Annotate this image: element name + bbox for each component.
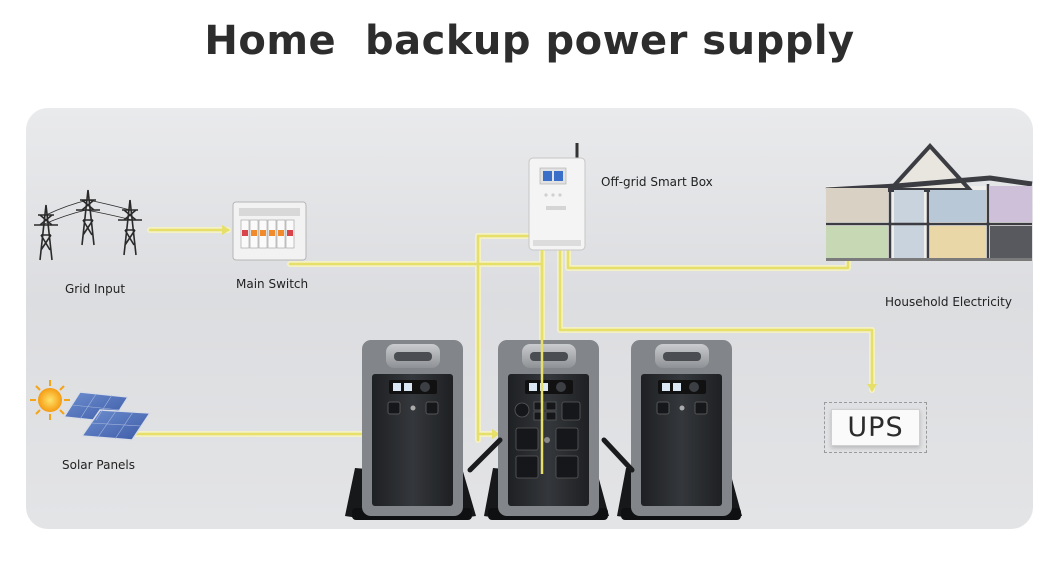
solar-panels-label: Solar Panels	[62, 458, 136, 472]
smart-box-icon	[528, 143, 586, 251]
ups-label: UPS	[831, 409, 920, 446]
power-tower-icon	[34, 189, 142, 261]
ups-box: UPS	[824, 402, 927, 453]
connection-lines	[132, 225, 877, 477]
battery-unit-right	[617, 340, 742, 520]
battery-cables	[467, 437, 635, 473]
battery-unit-left	[345, 340, 476, 520]
main-switch-icon	[232, 201, 307, 261]
sun-icon	[30, 380, 70, 420]
smart-box-label: Off-grid Smart Box	[601, 175, 713, 189]
house-icon	[825, 143, 1033, 261]
household-label: Household Electricity	[885, 295, 1012, 309]
main-switch-label: Main Switch	[236, 277, 309, 291]
page-title: Home backup power supply	[204, 18, 855, 64]
grid-input-label: Grid Input	[65, 282, 126, 296]
battery-unit-center	[484, 340, 609, 520]
solar-panel-icon	[62, 391, 152, 441]
